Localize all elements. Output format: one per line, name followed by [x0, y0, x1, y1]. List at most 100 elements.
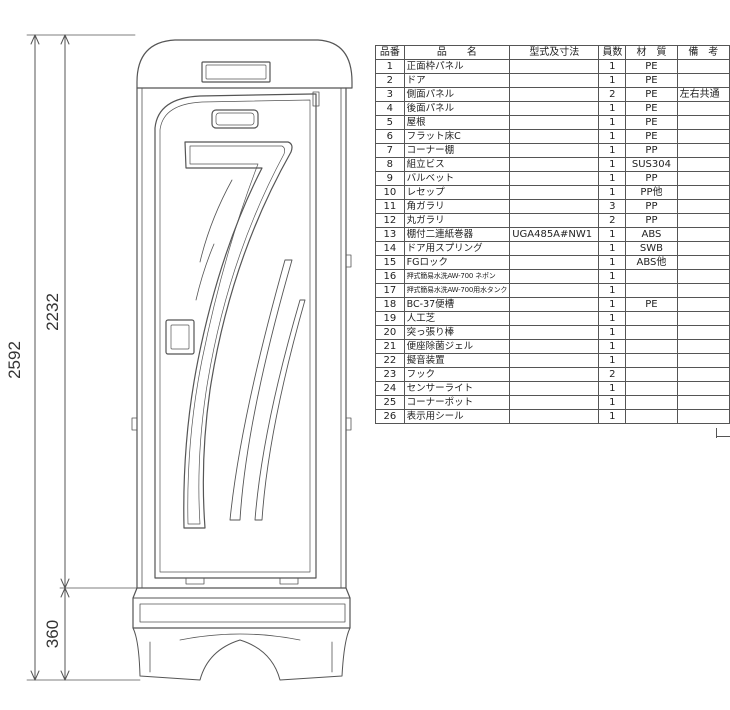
part-material-cell — [625, 353, 678, 368]
part-name-cell: 表示用シール — [403, 409, 511, 424]
part-model-cell — [509, 59, 600, 74]
part-name-cell: フラット床C — [403, 129, 511, 144]
door-swoosh — [183, 141, 293, 529]
part-material-cell — [625, 395, 678, 410]
part-qty-cell: 1 — [598, 115, 627, 130]
part-note-cell — [676, 255, 730, 270]
part-qty-cell: 3 — [598, 199, 627, 214]
part-name-cell: 屋根 — [403, 115, 511, 130]
part-qty-cell: 1 — [598, 101, 627, 116]
part-name-cell: コーナーポット — [403, 395, 511, 410]
outer-frame — [136, 87, 347, 589]
part-note-cell — [676, 269, 730, 284]
part-qty-cell: 1 — [598, 269, 627, 284]
part-material-cell: PE — [625, 101, 678, 116]
part-note-cell — [676, 409, 730, 424]
part-model-cell — [509, 199, 600, 214]
part-qty-cell: 1 — [598, 73, 627, 88]
part-qty-cell: 1 — [598, 395, 627, 410]
part-note-cell — [676, 297, 730, 312]
part-note-cell — [676, 325, 730, 340]
part-name-cell: FGロック — [403, 255, 511, 270]
part-material-cell — [625, 269, 678, 284]
part-qty-cell: 1 — [598, 325, 627, 340]
part-note-cell — [676, 143, 730, 158]
part-material-cell: PE — [625, 129, 678, 144]
part-material-cell: PP — [625, 143, 678, 158]
part-material-cell: PE — [625, 297, 678, 312]
part-model-cell — [509, 101, 600, 116]
part-number-cell: 5 — [375, 115, 405, 130]
part-material-cell: ABS — [625, 227, 678, 242]
part-name-cell: 人工芝 — [403, 311, 511, 326]
header-note: 備 考 — [676, 45, 730, 60]
part-qty-cell: 1 — [598, 255, 627, 270]
part-number-cell: 24 — [375, 381, 405, 396]
sheet-edge-mark-vertical — [716, 428, 717, 438]
part-material-cell: PE — [625, 59, 678, 74]
part-number-cell: 20 — [375, 325, 405, 340]
part-number-cell: 11 — [375, 199, 405, 214]
part-material-cell: PP他 — [625, 185, 678, 200]
part-qty-cell: 1 — [598, 171, 627, 186]
part-qty-cell: 1 — [598, 185, 627, 200]
part-qty-cell: 1 — [598, 339, 627, 354]
part-model-cell — [509, 87, 600, 102]
part-qty-cell: 1 — [598, 157, 627, 172]
part-model-cell — [509, 409, 600, 424]
part-model-cell — [509, 185, 600, 200]
part-number-cell: 14 — [375, 241, 405, 256]
part-model-cell — [509, 353, 600, 368]
part-name-cell: ドア — [403, 73, 511, 88]
part-qty-cell: 2 — [598, 367, 627, 382]
part-name-cell: 後面パネル — [403, 101, 511, 116]
part-model-cell — [509, 213, 600, 228]
part-number-cell: 1 — [375, 59, 405, 74]
part-model-cell: UGA485A#NW1 — [509, 227, 600, 242]
part-qty-cell: 2 — [598, 87, 627, 102]
part-material-cell — [625, 367, 678, 382]
part-number-cell: 9 — [375, 171, 405, 186]
part-model-cell — [509, 143, 600, 158]
sheet-edge-mark — [716, 436, 730, 437]
part-name-cell: 組立ビス — [403, 157, 511, 172]
part-number-cell: 4 — [375, 101, 405, 116]
part-number-cell: 23 — [375, 367, 405, 382]
header-name: 品 名 — [403, 45, 511, 60]
part-number-cell: 10 — [375, 185, 405, 200]
part-number-cell: 16 — [375, 269, 405, 284]
header-no: 品番 — [375, 45, 405, 60]
part-note-cell — [676, 353, 730, 368]
header-material: 材 質 — [625, 45, 678, 60]
base-tank — [132, 587, 351, 629]
part-model-cell — [509, 381, 600, 396]
part-name-cell: 押式簡易水洗AW-700 ネポン — [403, 269, 511, 284]
part-note-cell — [676, 101, 730, 116]
part-model-cell — [509, 395, 600, 410]
part-model-cell — [509, 269, 600, 284]
part-material-cell: PP — [625, 199, 678, 214]
part-note-cell — [676, 59, 730, 74]
part-qty-cell: 1 — [598, 283, 627, 298]
part-model-cell — [509, 311, 600, 326]
part-name-cell: 突っ張り棒 — [403, 325, 511, 340]
part-qty-cell: 1 — [598, 143, 627, 158]
header-qty: 員数 — [598, 45, 627, 60]
part-model-cell — [509, 171, 600, 186]
part-model-cell — [509, 255, 600, 270]
part-name-cell: 擬音装置 — [403, 353, 511, 368]
part-material-cell: PE — [625, 87, 678, 102]
dimension-lines — [26, 34, 141, 681]
